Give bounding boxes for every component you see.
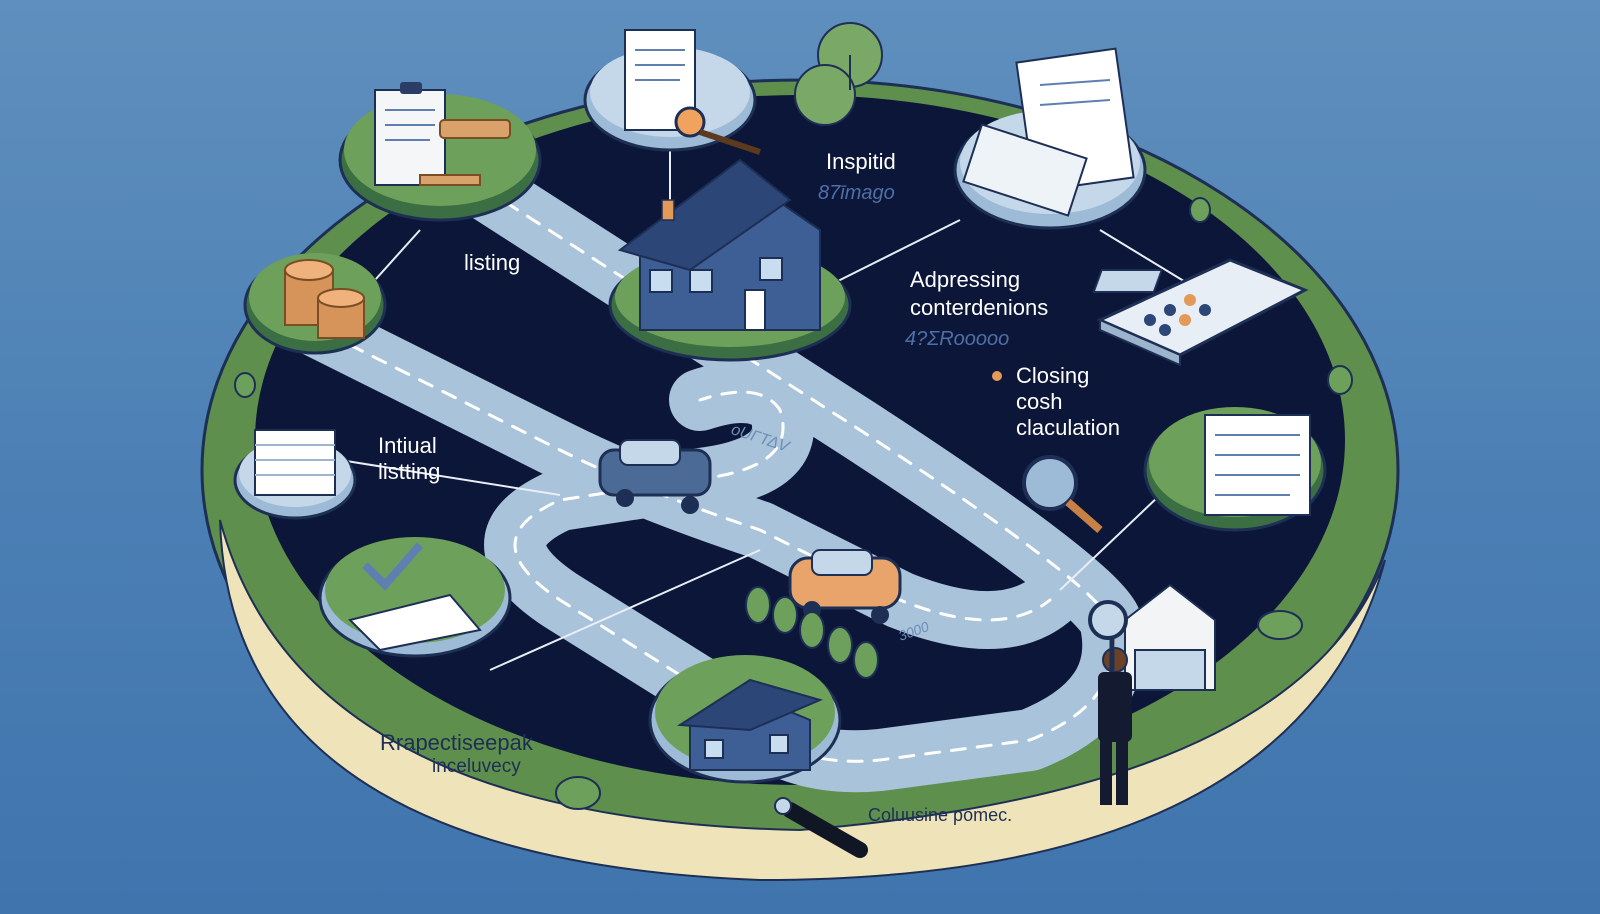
label-inspection-sub: 87īmago [818,182,895,204]
clipboard-icon [374,82,446,186]
key-icon [419,119,511,186]
paper-stack-icon [962,47,1135,217]
trees-top [794,22,883,126]
platform-calculator [1092,258,1309,367]
car-icon [598,439,712,514]
platform-house-bottom [648,655,842,784]
house-icon [617,158,821,331]
bullet-dot [992,371,1002,381]
label-prospective-line1: Rrapectiseepak [380,730,533,755]
label-closing-line2: cosh [1016,389,1063,414]
label-initial-line2: listting [378,459,441,484]
magnifier-bottom-icon [774,797,868,858]
label-prospective-line2: inceluvecy [432,756,521,777]
platform-checkmark [318,537,512,658]
label-addressing-sub: 4?ΣRooooo [905,328,1010,350]
coins-icon [284,259,365,339]
label-addressing-line1: Adpressing [910,267,1021,292]
car-orange-icon [788,549,902,624]
magnifier-icon [674,106,761,155]
checkmark-icon [362,542,424,591]
label-initial-line1: Intiual [378,433,437,458]
platform-paper-stack [953,47,1147,230]
label-conclusion: Coluusine pomec. [868,805,1013,825]
platform-document [583,29,761,155]
platform-papers-left [233,429,357,520]
platform-coins [243,253,387,355]
magnifier-icon [1022,455,1103,534]
platform-clipboard [338,82,542,222]
label-closing-line3: claculation [1016,415,1120,440]
label-listing: listing [464,250,521,275]
platform-house [608,158,852,362]
label-addressing-line2: conterdenions [910,295,1049,320]
label-inspection-title: Inspitid [826,149,896,174]
calculator-icon [1092,258,1309,367]
bushes [234,197,1353,810]
label-closing-line1: Closing [1016,363,1090,388]
platform-document-right [1143,407,1327,532]
person-icon [1088,600,1132,805]
